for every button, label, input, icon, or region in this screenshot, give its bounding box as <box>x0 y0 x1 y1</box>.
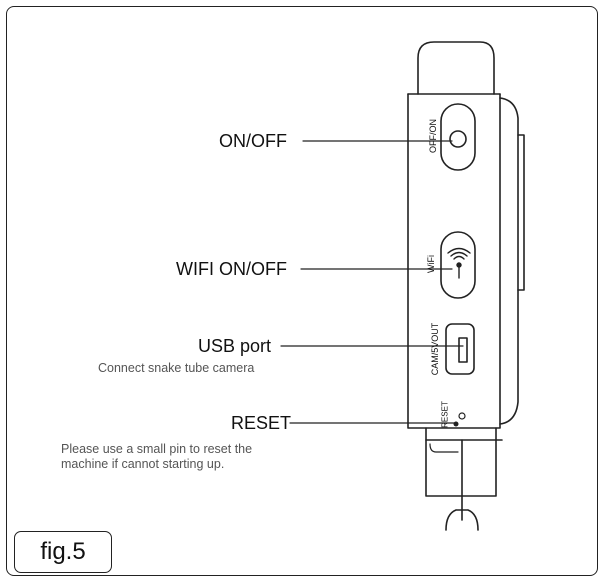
usb-port-slot <box>458 337 468 363</box>
usb-port-text: CAM/5VOUT <box>430 322 440 376</box>
reset-description-line2: machine if cannot starting up. <box>61 457 225 471</box>
figure-label: fig.5 <box>14 531 112 573</box>
figure-frame <box>6 6 598 576</box>
wifi-label: WIFI ON/OFF <box>176 259 287 279</box>
reset-hole <box>458 412 466 420</box>
wifi-switch-text: WiFi <box>426 255 436 273</box>
device-body <box>407 93 501 429</box>
onoff-switch-text: OFF/ON <box>428 119 438 153</box>
device-bottom-clip <box>425 427 497 497</box>
device-top-cap <box>417 41 495 95</box>
wifi-switch-outline <box>440 231 476 299</box>
wifi-icon <box>447 247 471 279</box>
reset-dot <box>453 421 459 427</box>
lanyard <box>445 495 479 531</box>
usb-description: Connect snake tube camera <box>98 361 255 375</box>
device-back-edge <box>499 97 519 425</box>
reset-description-line1: Please use a small pin to reset the <box>61 442 253 456</box>
usb-label: USB port <box>198 336 272 356</box>
onoff-switch-knob <box>449 130 467 148</box>
usb-port-outline <box>445 323 475 375</box>
onoff-switch-outline <box>440 103 476 171</box>
device-side-strip <box>517 134 525 291</box>
onoff-label: ON/OFF <box>219 131 287 151</box>
reset-label: RESET <box>231 413 292 433</box>
reset-port-text: RESET <box>440 401 450 428</box>
